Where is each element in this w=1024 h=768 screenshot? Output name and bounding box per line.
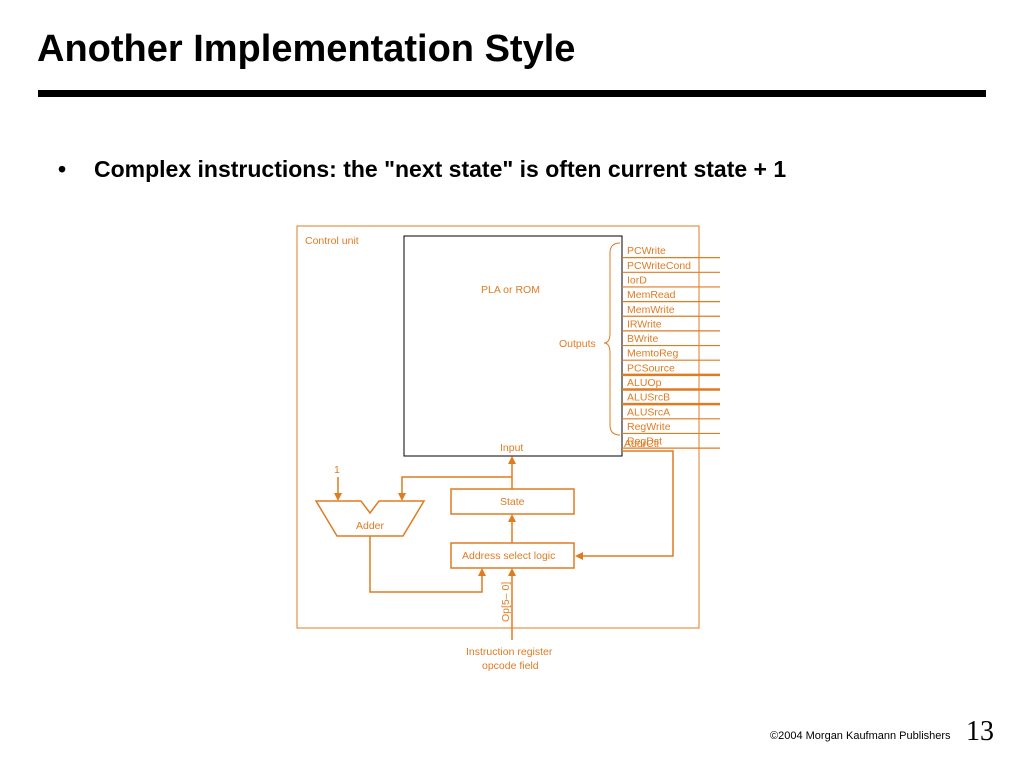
signal-label-irwrite: IRWrite	[627, 318, 662, 330]
adder-to-select-arrowhead	[478, 568, 486, 576]
signal-label-aluop: ALUOp	[627, 377, 662, 389]
signal-label-memtoreg: MemtoReg	[627, 348, 679, 360]
signal-label-regdst: RegDst	[627, 436, 662, 448]
signal-label-pcwritecond: PCWriteCond	[627, 260, 691, 272]
footer-copyright: ©2004 Morgan Kaufmann Publishers	[770, 730, 951, 742]
bullet-text: Complex instructions: the "next state" i…	[94, 156, 787, 182]
ir-label-line1: Instruction register	[466, 646, 553, 658]
outputs-label: Outputs	[559, 338, 596, 350]
state-to-adder-line	[401, 476, 512, 495]
address-select-label: Address select logic	[462, 550, 555, 562]
opcode-arrowhead	[508, 568, 516, 576]
slide-title: Another Implementation Style	[37, 28, 576, 70]
bullet-symbol: •	[58, 156, 67, 182]
title-divider	[38, 90, 986, 97]
input-label: Input	[500, 442, 523, 454]
addrctl-arrowhead	[575, 552, 583, 560]
adder-label: Adder	[356, 520, 385, 532]
signal-label-pcsource: PCSource	[627, 362, 675, 374]
opcode-label: Op[5– 0]	[500, 582, 512, 622]
control-unit-label: Control unit	[305, 235, 359, 247]
select-to-state-arrowhead	[508, 514, 516, 522]
one-input-arrowhead	[334, 493, 342, 501]
signal-label-memread: MemRead	[627, 289, 676, 301]
adder-shape	[314, 500, 426, 537]
signal-label-memwrite: MemWrite	[627, 304, 675, 316]
signal-label-regwrite: RegWrite	[627, 421, 671, 433]
state-register-label: State	[500, 496, 525, 508]
constant-one-label: 1	[334, 464, 340, 476]
signal-label-alusrca: ALUSrcA	[627, 406, 670, 418]
state-to-pla-arrowhead	[508, 456, 516, 464]
page-number: 13	[966, 716, 994, 747]
signal-label-bwrite: BWrite	[627, 333, 658, 345]
outputs-brace	[603, 242, 621, 436]
state-to-adder-arrowhead	[398, 493, 406, 501]
signal-label-iord: IorD	[627, 274, 647, 286]
signal-label-alusrcb: ALUSrcB	[627, 392, 670, 404]
signal-label-pcwrite: PCWrite	[627, 245, 666, 257]
addrctl-label: AddrCtl	[624, 438, 659, 450]
addrctl-path	[582, 450, 674, 557]
pla-rom-label: PLA or ROM	[481, 284, 540, 296]
control-unit-boundary	[296, 225, 700, 629]
bullet-item: • Complex instructions: the "next state" …	[58, 156, 786, 183]
adder-to-select-line	[369, 536, 483, 593]
ir-label-line2: opcode field	[482, 660, 539, 672]
